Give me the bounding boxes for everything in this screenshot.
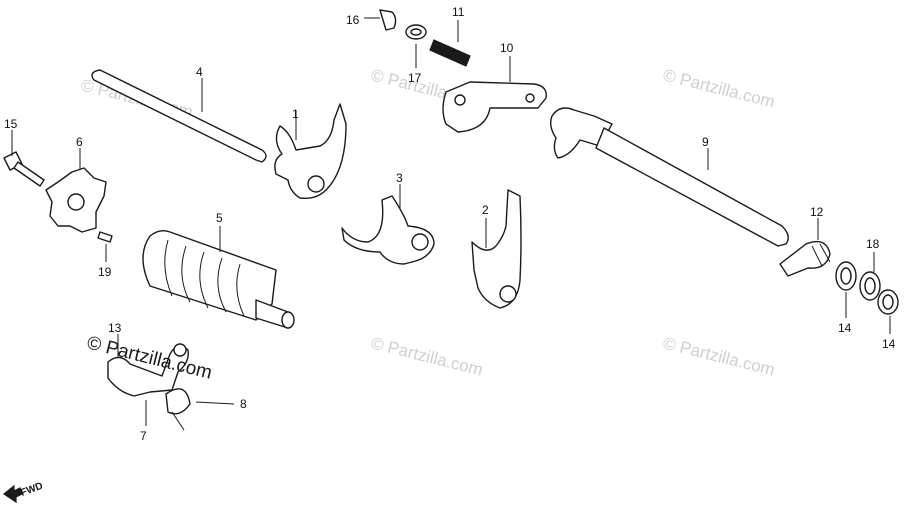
callout-7: 7 [140,429,147,443]
callout-11: 11 [452,5,465,19]
callout-16: 16 [346,13,360,27]
callout-1: 1 [292,107,299,121]
part-12-spring [779,218,831,277]
part-14-washer [877,289,899,334]
part-3-shift-fork [341,184,435,265]
callout-layer: 1 2 3 4 5 6 7 8 9 10 11 12 13 14 14 15 1… [4,5,896,443]
part-10-plate [442,56,547,133]
callout-5: 5 [216,211,223,225]
part-18-circlip [859,252,881,301]
part-11-spring [429,20,471,67]
callout-6: 6 [76,135,83,149]
callout-12: 12 [810,205,824,219]
callout-18: 18 [866,237,880,251]
watermark: © Partzilla.com [661,65,777,111]
part-7-stopper-arm [107,334,235,431]
part-9-shift-spindle [549,107,789,247]
watermark: © Partzilla.com [661,333,777,379]
part-4-shaft [91,69,267,163]
callout-10: 10 [500,41,514,55]
callout-19: 19 [98,265,112,279]
callout-14: 14 [882,337,896,351]
callout-4: 4 [196,65,203,79]
callout-9: 9 [702,135,709,149]
callout-14: 14 [838,321,852,335]
watermark: © Partzilla.com [369,333,485,379]
callout-15: 15 [4,117,18,131]
part-1-shift-fork [274,103,347,200]
part-5-shift-drum [142,226,295,329]
part-19-pin [97,231,113,262]
part-16-clip [364,9,397,31]
part-15-bolt [3,130,45,187]
part-6-star-plate [45,148,107,233]
part-2-shift-fork [471,189,522,309]
fwd-label: FWD [19,481,44,499]
callout-8: 8 [240,397,247,411]
callout-17: 17 [408,71,422,85]
callout-13: 13 [108,321,122,335]
part-14-washer [835,261,857,318]
fwd-indicator: FWD [2,481,44,504]
callout-2: 2 [482,203,489,217]
part-17-washer [405,24,427,68]
callout-3: 3 [396,171,403,185]
